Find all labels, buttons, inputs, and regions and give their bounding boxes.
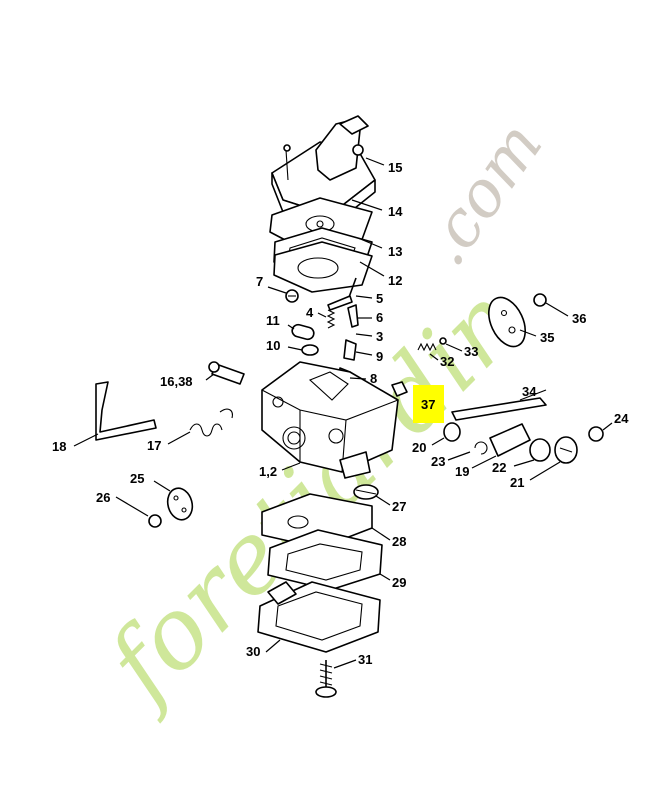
callout-11: 11 xyxy=(266,313,280,328)
callout-29: 29 xyxy=(392,575,406,590)
highlight-box xyxy=(413,385,444,423)
callout-30: 30 xyxy=(246,644,260,659)
callout-34: 34 xyxy=(522,384,537,399)
callout-16-38: 16,38 xyxy=(160,374,193,389)
callout-24: 24 xyxy=(614,411,629,426)
callout-37: 37 xyxy=(421,397,435,412)
callout-22: 22 xyxy=(492,460,506,475)
callout-27: 27 xyxy=(392,499,406,514)
gasket-part xyxy=(273,241,373,293)
callout-13: 13 xyxy=(388,244,402,259)
watermark-part3: .com xyxy=(407,109,557,279)
callout-25: 25 xyxy=(130,471,144,486)
callout-8: 8 xyxy=(370,371,377,386)
callout-23: 23 xyxy=(431,454,445,469)
callout-31: 31 xyxy=(358,652,372,667)
callout-12: 12 xyxy=(388,273,402,288)
callout-33: 33 xyxy=(464,344,478,359)
lower-parts xyxy=(148,484,383,698)
carburetor-body-part xyxy=(261,361,399,479)
callout-17: 17 xyxy=(147,438,161,453)
callout-labels: 15 14 13 12 7 4 5 6 3 11 10 9 8 16,38 18… xyxy=(52,160,629,667)
callout-35: 35 xyxy=(540,330,554,345)
callout-3: 3 xyxy=(376,329,383,344)
callout-15: 15 xyxy=(388,160,402,175)
callout-7: 7 xyxy=(256,274,263,289)
callout-32: 32 xyxy=(440,354,454,369)
small-parts xyxy=(95,277,604,464)
callout-20: 20 xyxy=(412,440,426,455)
callout-10: 10 xyxy=(266,338,280,353)
callout-5: 5 xyxy=(376,291,383,306)
callout-6: 6 xyxy=(376,310,383,325)
callout-28: 28 xyxy=(392,534,406,549)
callout-4: 4 xyxy=(306,305,314,320)
callout-26: 26 xyxy=(96,490,110,505)
callout-21: 21 xyxy=(510,475,524,490)
leader-lines xyxy=(73,157,613,669)
callout-9: 9 xyxy=(376,349,383,364)
callout-14: 14 xyxy=(388,204,403,219)
callout-36: 36 xyxy=(572,311,586,326)
callout-1-2: 1,2 xyxy=(259,464,277,479)
callout-18: 18 xyxy=(52,439,66,454)
callout-19: 19 xyxy=(455,464,469,479)
